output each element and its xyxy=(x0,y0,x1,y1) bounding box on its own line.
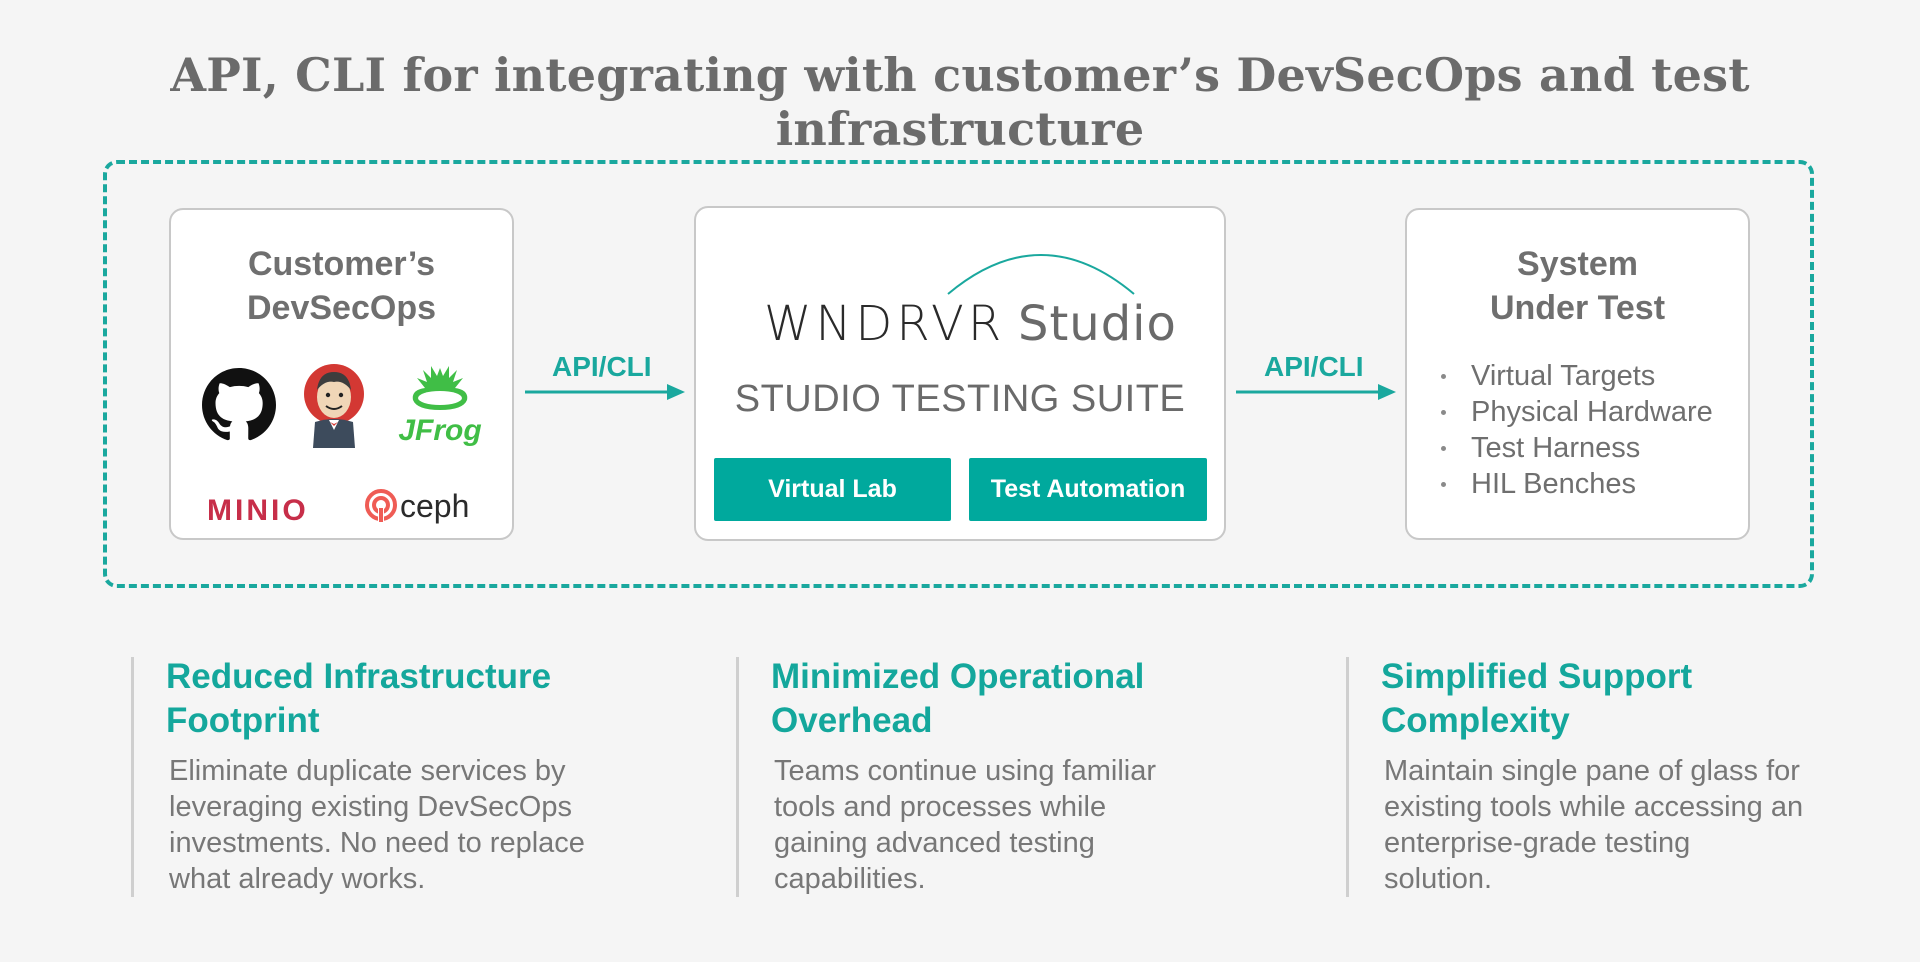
test-automation-button[interactable]: Test Automation xyxy=(969,458,1207,521)
benefit-title: Simplified Support Complexity xyxy=(1381,655,1861,743)
heading-line-2: DevSecOps xyxy=(247,289,436,327)
right-arrow xyxy=(1236,384,1396,400)
system-under-test-box: System Under Test Virtual Targets Physic… xyxy=(1405,208,1750,540)
benefit-title-line-2: Overhead xyxy=(771,701,933,740)
heading-line-1: Customer’s xyxy=(247,245,436,283)
benefit-title-line-1: Minimized Operational xyxy=(771,657,1145,696)
benefit-divider xyxy=(736,657,739,897)
benefit-title-line-1: Reduced Infrastructure xyxy=(166,657,552,696)
list-item: Physical Hardware xyxy=(1435,394,1713,430)
benefit-body: Eliminate duplicate services by leveragi… xyxy=(169,755,585,895)
right-arrow-label: API/CLI xyxy=(1264,351,1364,382)
benefit-title-line-1: Simplified Support xyxy=(1381,657,1693,696)
studio-logo-text: Studio xyxy=(1018,296,1177,352)
system-under-test-heading: System Under Test xyxy=(1407,242,1748,330)
customer-devsecops-box: Customer’s DevSecOps JFrog xyxy=(169,208,514,540)
minio-icon: MINIO xyxy=(207,488,331,533)
heading-line-2: Under Test xyxy=(1489,289,1666,327)
wndrvr-logo-text: WNDRVR xyxy=(764,296,1006,352)
studio-testing-suite-box: WNDRVR Studio STUDIO TESTING SUITE Virtu… xyxy=(694,206,1226,541)
benefit-title: Minimized Operational Overhead xyxy=(771,655,1251,743)
studio-logo-arc xyxy=(947,254,1135,295)
jenkins-icon xyxy=(301,360,367,453)
benefit-title-line-2: Complexity xyxy=(1381,701,1570,740)
benefit-body: Teams continue using familiar tools and … xyxy=(774,755,1157,895)
ceph-logo-text: ceph xyxy=(400,488,469,524)
benefit-divider xyxy=(1346,657,1349,897)
github-icon xyxy=(202,368,276,447)
system-under-test-list: Virtual Targets Physical Hardware Test H… xyxy=(1435,358,1713,502)
suite-title: STUDIO TESTING SUITE xyxy=(734,378,1186,420)
ceph-icon: ceph xyxy=(364,482,486,533)
benefit-divider xyxy=(131,657,134,897)
benefit-body: Maintain single pane of glass for existi… xyxy=(1384,755,1804,895)
benefit-title-line-2: Footprint xyxy=(166,701,320,740)
integration-frame xyxy=(103,160,1814,588)
virtual-lab-button[interactable]: Virtual Lab xyxy=(714,458,951,521)
jfrog-logo-text: JFrog xyxy=(398,414,481,446)
minio-logo-text: MINIO xyxy=(207,494,309,527)
list-item: Virtual Targets xyxy=(1435,358,1713,394)
list-item: HIL Benches xyxy=(1435,466,1713,502)
heading-line-1: System xyxy=(1517,245,1638,283)
benefit-title: Reduced Infrastructure Footprint xyxy=(166,655,646,743)
left-arrow xyxy=(525,384,685,400)
customer-devsecops-heading: Customer’s DevSecOps xyxy=(171,242,512,330)
left-arrow-label: API/CLI xyxy=(552,351,652,382)
page-title: API, CLI for integrating with customer’s… xyxy=(170,48,1750,156)
list-item: Test Harness xyxy=(1435,430,1713,466)
jfrog-icon: JFrog xyxy=(397,362,483,451)
